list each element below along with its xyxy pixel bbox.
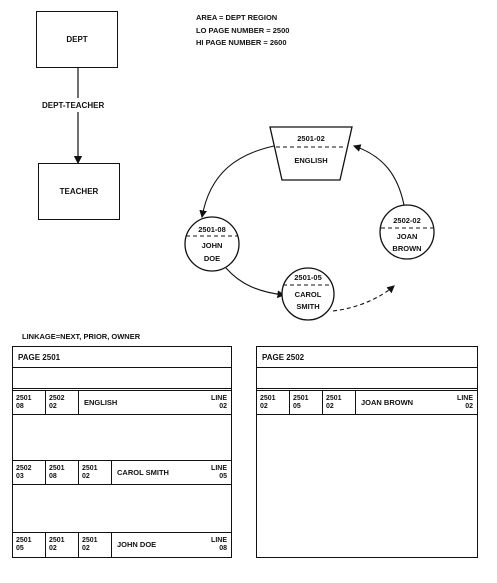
- set-name-label: DEPT-TEACHER: [42, 101, 105, 110]
- joan-name-line-2: BROWN: [392, 244, 422, 253]
- page-2501-record-english: 2501 08 2502 02 ENGLISH LINE 02: [13, 390, 231, 415]
- joan-record-name: JOAN BROWN: [361, 398, 414, 407]
- carol-next-pointer: 2502 03: [13, 461, 46, 484]
- linkage-label: LINKAGE=NEXT, PRIOR, OWNER: [22, 332, 141, 341]
- carol-owner-pointer: 2501 02: [79, 461, 112, 484]
- teacher-record-box: TEACHER: [38, 163, 120, 220]
- joan-prior-pointer: 2501 05: [290, 391, 323, 414]
- carol-name-line-2: SMITH: [296, 302, 320, 311]
- john-prior-pointer: 2501 02: [46, 533, 79, 557]
- hi-page-number: HI PAGE NUMBER = 2600: [196, 38, 287, 47]
- english-dbkey: 2501-02: [297, 134, 325, 143]
- english-owner-trapezoid: [269, 126, 353, 181]
- john-name-line-1: JOHN: [201, 241, 223, 250]
- page-2501-record-john-doe: 2501 05 2501 02 2501 02 JOHN DOE LINE 08: [13, 532, 231, 557]
- joan-owner-pointer: 2501 02: [323, 391, 356, 414]
- page-2501-slot-divider: [13, 388, 231, 389]
- carol-record-name: CAROL SMITH: [117, 468, 169, 477]
- john-doe-occurrence-circle: [184, 216, 240, 272]
- page-2501: PAGE 2501 2501 08 2502 02 ENGLISH LINE 0…: [12, 346, 232, 558]
- joan-next-pointer: 2501 02: [257, 391, 290, 414]
- page-2502-header: PAGE 2502: [257, 347, 477, 368]
- carol-line-number: LINE 05: [211, 465, 227, 480]
- john-line-number: LINE 08: [211, 537, 227, 552]
- page-2501-header: PAGE 2501: [13, 347, 231, 368]
- carol-dbkey: 2501-05: [294, 273, 322, 282]
- english-line-number: LINE 02: [211, 395, 227, 410]
- teacher-record-label: TEACHER: [59, 187, 99, 196]
- john-dbkey: 2501-08: [198, 225, 226, 234]
- page-2501-record-carol-smith: 2502 03 2501 08 2501 02 CAROL SMITH LINE…: [13, 460, 231, 485]
- english-prior-pointer: 2502 02: [46, 391, 79, 414]
- lo-page-number: LO PAGE NUMBER = 2500: [196, 25, 290, 35]
- chain-arrow-brown-to-english: [352, 144, 405, 206]
- carol-prior-pointer: 2501 08: [46, 461, 79, 484]
- joan-name-line-1: JOAN: [396, 232, 418, 241]
- english-record-name: ENGLISH: [84, 398, 118, 407]
- joan-dbkey: 2502-02: [393, 216, 421, 225]
- joan-line-number: LINE 02: [457, 395, 473, 410]
- chain-arrow-john-to-carol: [225, 267, 286, 299]
- carol-smith-occurrence-circle: [281, 267, 335, 321]
- dept-record-box: DEPT: [36, 11, 118, 68]
- english-next-pointer: 2501 08: [13, 391, 46, 414]
- dept-record-label: DEPT: [66, 35, 88, 44]
- english-name: ENGLISH: [294, 156, 328, 165]
- john-owner-pointer: 2501 02: [79, 533, 112, 557]
- john-name-line-2: DOE: [203, 254, 221, 263]
- area-info: AREA = DEPT REGION LO PAGE NUMBER = 2500…: [196, 12, 289, 50]
- john-next-pointer: 2501 05: [13, 533, 46, 557]
- carol-name-line-1: CAROL: [294, 290, 322, 299]
- chain-dashed-carol-to-brown: [332, 285, 395, 312]
- page-2502-record-joan-brown: 2501 02 2501 05 2501 02 JOAN BROWN LINE …: [257, 390, 477, 415]
- joan-brown-occurrence-circle: [379, 204, 435, 260]
- area-name: AREA = DEPT REGION: [196, 13, 278, 22]
- page-2502-slot-divider: [257, 388, 477, 389]
- page-2502: PAGE 2502 2501 02 2501 05 2501 02 JOAN B…: [256, 346, 478, 558]
- chain-arrow-english-to-john: [199, 145, 275, 219]
- john-record-name: JOHN DOE: [117, 540, 157, 549]
